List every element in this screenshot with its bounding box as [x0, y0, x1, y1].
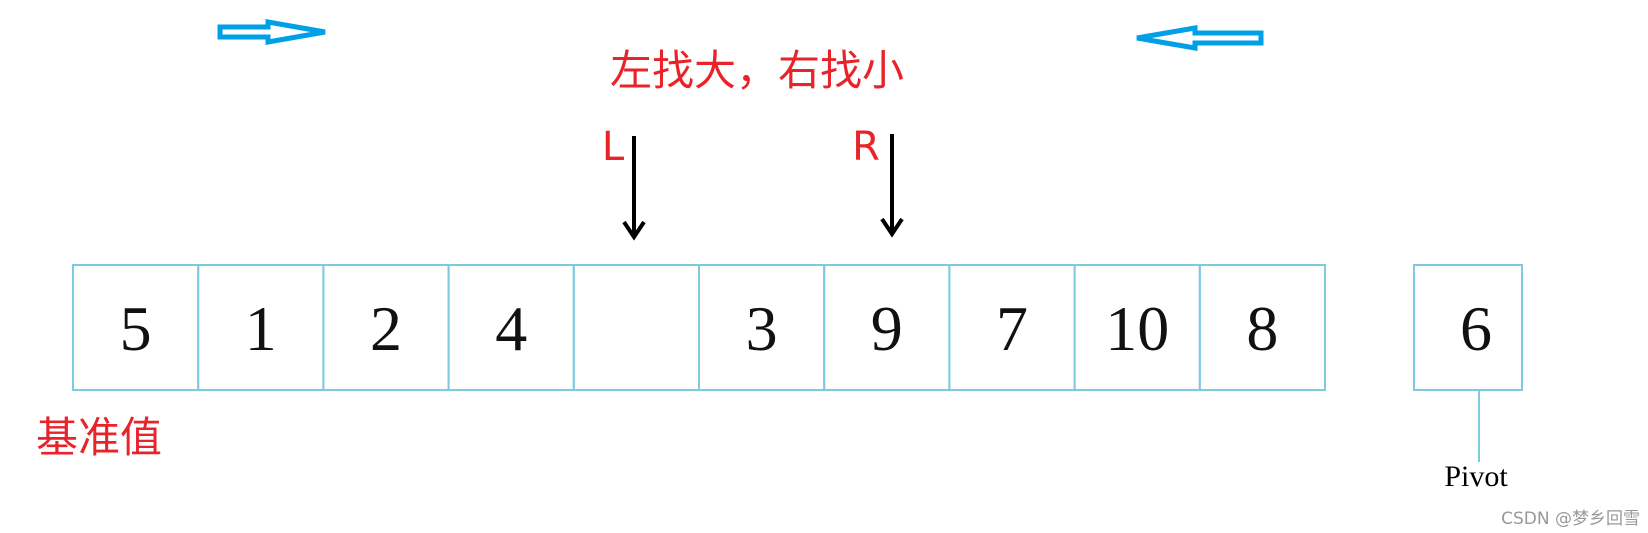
- right-down-arrow-icon: [880, 134, 904, 238]
- title: 左找大，右找小: [610, 46, 904, 95]
- array-cell-value: 3: [746, 293, 778, 364]
- array-cell-value: 2: [370, 293, 402, 364]
- array-cell-value: 10: [1105, 293, 1169, 364]
- array-cell-value: 7: [996, 293, 1028, 364]
- array-cell: [1198, 264, 1327, 391]
- array-cell-value: 5: [120, 293, 152, 364]
- array-cell-value: 1: [245, 293, 277, 364]
- left-pointer-label: L: [602, 124, 625, 170]
- right-pointer-label: R: [852, 124, 880, 170]
- watermark: CSDN @梦乡回雪: [1501, 509, 1640, 529]
- base-value-label: 基准值: [36, 413, 162, 462]
- array-cells: 5 1 2 4 3 9 7 10 8: [72, 264, 1327, 391]
- pivot-value: 6: [1460, 293, 1492, 364]
- pivot-label: Pivot: [1444, 460, 1508, 493]
- right-arrow-icon: [217, 19, 326, 45]
- array-cell-value: 4: [495, 293, 527, 364]
- left-down-arrow-icon: [622, 136, 646, 241]
- array-cell: [572, 264, 700, 391]
- array-cell-value: 8: [1246, 293, 1278, 364]
- left-arrow-icon: [1136, 25, 1264, 51]
- array-cell-value: 9: [871, 293, 903, 364]
- pivot-cell: [1413, 264, 1523, 391]
